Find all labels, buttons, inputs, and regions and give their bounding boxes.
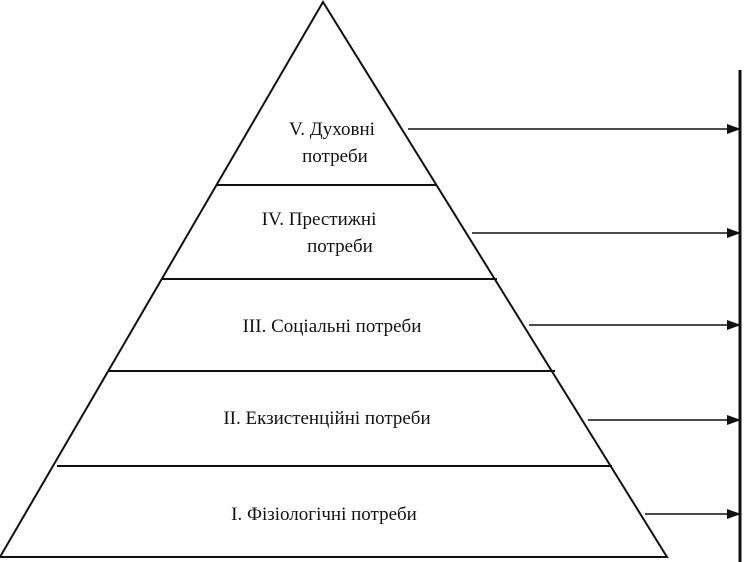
level-5-label-line-1: V. Духовні	[289, 119, 375, 140]
level-1-label: I. Фізіологічні потреби	[231, 504, 417, 525]
level-4-label-line-1: IV. Престижні	[262, 209, 377, 230]
level-2-label: II. Екзистенційні потреби	[223, 408, 430, 429]
level-4-label-line-2: потреби	[307, 236, 373, 257]
level-3-label: III. Соціальні потреби	[243, 316, 422, 337]
level-5-label-line-2: потреби	[302, 146, 368, 167]
